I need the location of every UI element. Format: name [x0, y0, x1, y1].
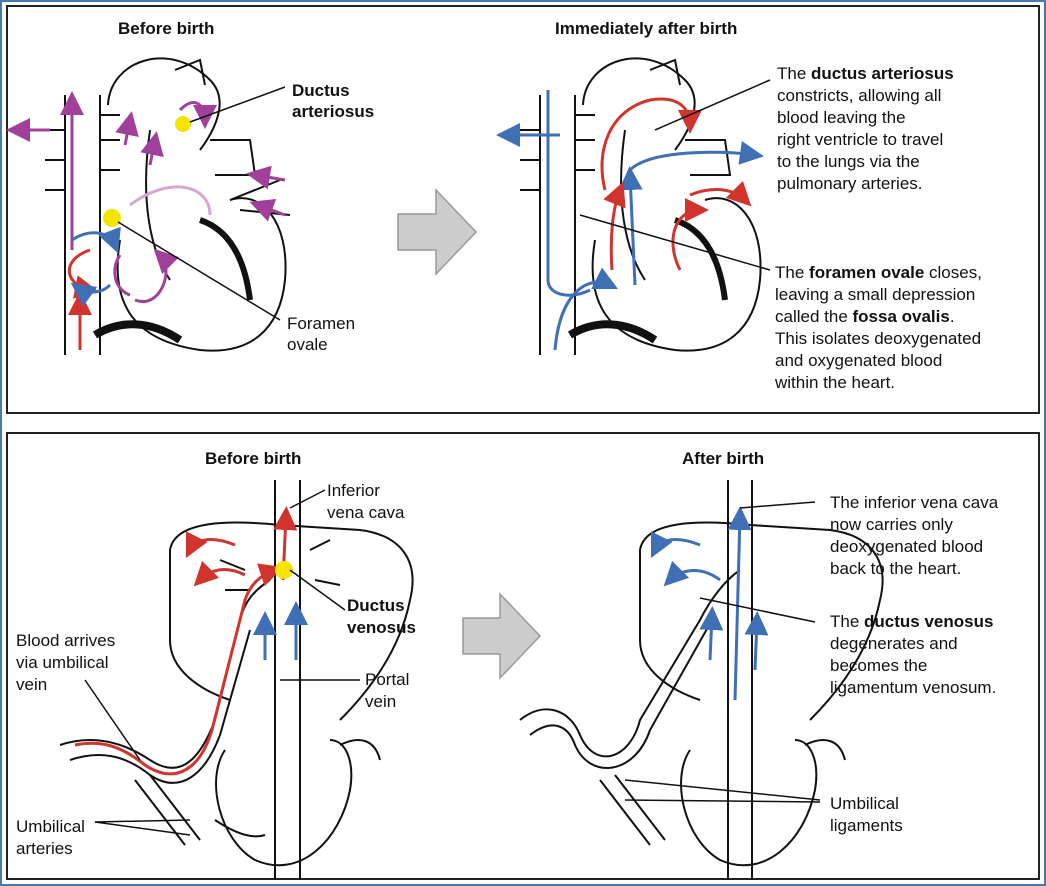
label-umbilical-vein-line1: Blood arrives [16, 631, 116, 650]
top-left-title: Before birth [118, 19, 215, 38]
label-umbilical-ligaments-line2: ligaments [830, 816, 903, 835]
ivc-note-line2: now carries only [830, 515, 953, 534]
ductus-arteriosus-highlight [175, 116, 191, 132]
label-ductus-arteriosus-line1: Ductus [292, 81, 350, 100]
foramen-ovale-note-line1: The foramen ovale closes, [775, 263, 982, 282]
label-ivc-line2: vena cava [327, 503, 405, 522]
label-umbilical-arteries-line1: Umbilical [16, 817, 85, 836]
dv-note-line2: degenerates and [830, 634, 958, 653]
label-portal-vein-line2: vein [365, 692, 397, 711]
ductus-venosus-highlight [275, 561, 293, 579]
ivc-note-line4: back to the heart. [830, 559, 962, 578]
heart-before-arrows [6, 91, 286, 350]
label-ductus-arteriosus-line2: arteriosus [292, 102, 375, 121]
ductus-arteriosus-note-line3: blood leaving the [777, 108, 906, 127]
heart-after-birth [520, 57, 762, 355]
panel-liver [6, 432, 1040, 880]
label-portal-vein-line1: Portal [365, 670, 410, 689]
ductus-arteriosus-note-line4: right ventricle to travel [777, 130, 944, 149]
ductus-arteriosus-note-line2: constricts, allowing all [777, 86, 942, 105]
label-umbilical-ligaments-line1: Umbilical [830, 794, 899, 813]
transition-arrow-top [397, 188, 478, 276]
foramen-ovale-note-line3: called the fossa ovalis. [775, 307, 955, 326]
foramen-ovale-note-line2: leaving a small depression [775, 285, 976, 304]
ivc-note-line1: The inferior vena cava [830, 493, 999, 512]
foramen-ovale-note-line5: and oxygenated blood [775, 351, 943, 370]
ductus-arteriosus-note-line5: to the lungs via the [777, 152, 920, 171]
dv-note-line3: becomes the [830, 656, 928, 675]
label-foramen-ovale-line1: Foramen [287, 314, 356, 333]
dv-note-line4: ligamentum venosum. [830, 678, 997, 697]
transition-arrow-bottom [462, 592, 542, 680]
foramen-ovale-note-line6: within the heart. [775, 373, 896, 392]
label-ductus-venosus-line2: venosus [347, 618, 416, 637]
heart-after-arrows [496, 90, 764, 351]
label-umbilical-vein-line2: via umbilical [16, 653, 109, 672]
liver-after-arrows [650, 506, 769, 701]
ductus-arteriosus-note-line6: pulmonary arteries. [777, 174, 923, 193]
foramen-ovale-note-line4: This isolates deoxygenated [775, 329, 982, 348]
ivc-note-line3: deoxygenated blood [830, 537, 984, 556]
liver-before-birth [59, 480, 414, 880]
label-umbilical-vein-line3: vein [16, 675, 48, 694]
label-ivc-line1: Inferior [327, 481, 380, 500]
label-foramen-ovale-line2: ovale [287, 335, 328, 354]
bottom-right-title: After birth [682, 449, 765, 468]
label-umbilical-arteries-line2: arteries [16, 839, 73, 858]
top-right-title: Immediately after birth [555, 19, 738, 38]
label-ductus-venosus-line1: Ductus [347, 596, 405, 615]
ductus-arteriosus-note-line1: The ductus arteriosus [777, 64, 954, 83]
foramen-ovale-highlight [103, 209, 121, 227]
liver-after-birth [519, 480, 884, 880]
bottom-left-title: Before birth [205, 449, 302, 468]
heart-before-birth [45, 57, 291, 355]
dv-note-line1: The ductus venosus [830, 612, 994, 631]
